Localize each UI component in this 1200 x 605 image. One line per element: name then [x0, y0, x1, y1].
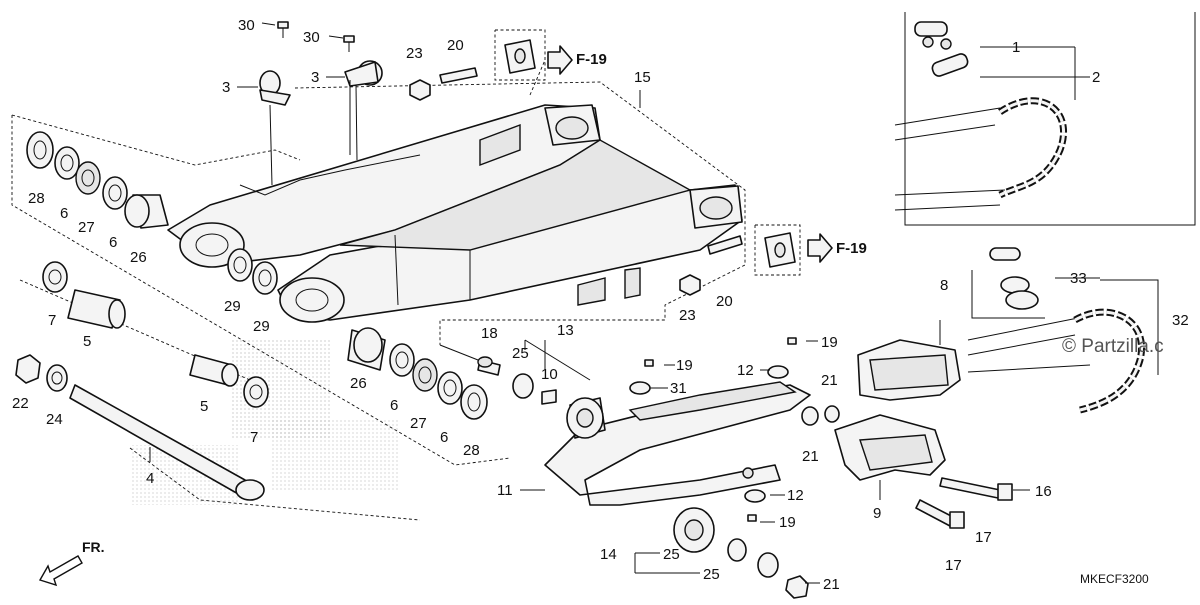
- callout: 5: [200, 398, 208, 415]
- callout-labels: 30 30 3 3 23 20 15 1 2 28 6 27 6 26 29 2…: [12, 17, 1189, 593]
- chain-box: [1100, 279, 1159, 375]
- callout: 1: [1012, 39, 1020, 56]
- callout: 2: [1092, 69, 1100, 86]
- chain-box: [904, 12, 1196, 226]
- callout: 8: [940, 277, 948, 294]
- callout: 21: [821, 372, 838, 389]
- callout: 16: [1035, 483, 1052, 500]
- callout: 28: [28, 190, 45, 207]
- chain-slider: [544, 381, 811, 506]
- callout: 7: [48, 312, 56, 329]
- front-direction-indicator: FR.: [38, 539, 105, 587]
- callout: 21: [823, 576, 840, 593]
- callout: 15: [634, 69, 651, 86]
- callout: 33: [1070, 270, 1087, 287]
- callout: 23: [679, 307, 696, 324]
- arrow-icon: [547, 45, 573, 75]
- callout: 7: [250, 429, 258, 446]
- callout: 27: [78, 219, 95, 236]
- callout: 20: [716, 293, 733, 310]
- callout: 9: [873, 505, 881, 522]
- callout: 19: [676, 357, 693, 374]
- callout: 29: [253, 318, 270, 335]
- callout: 5: [83, 333, 91, 350]
- pivot-bolt: [69, 384, 265, 501]
- pivot-components-right: [347, 327, 488, 420]
- leader-lines: [149, 22, 1100, 584]
- callout: 13: [557, 322, 574, 339]
- callout: 32: [1172, 312, 1189, 329]
- callout: 22: [12, 395, 29, 412]
- hardware-top: [259, 21, 743, 296]
- master-link: [989, 247, 1039, 310]
- callout: 19: [821, 334, 838, 351]
- callout: 31: [670, 380, 687, 397]
- callout: 12: [787, 487, 804, 504]
- callout: 30: [238, 17, 255, 34]
- callout: 11: [497, 482, 513, 499]
- callout: 26: [350, 375, 367, 392]
- callout: 25: [663, 546, 680, 563]
- reference-block-2: [764, 232, 796, 268]
- arrow-icon: [807, 233, 833, 263]
- callout: 24: [46, 411, 63, 428]
- swingarm: [167, 104, 743, 323]
- reference-label: F-19: [836, 240, 867, 257]
- chain-segment: [967, 308, 1145, 414]
- callout: 17: [975, 529, 992, 546]
- chain-box: [971, 270, 1045, 319]
- chain-roller: [673, 507, 809, 599]
- direction-label: FR.: [82, 539, 105, 555]
- callout: 23: [406, 45, 423, 62]
- callout: 3: [222, 79, 230, 96]
- reference-block-1: [504, 39, 536, 74]
- callout: 27: [410, 415, 427, 432]
- callout: 19: [779, 514, 796, 531]
- reference-label: F-19: [576, 51, 607, 68]
- callout: 10: [541, 366, 558, 383]
- callout: 6: [390, 397, 398, 414]
- callout: 28: [463, 442, 480, 459]
- chain-roller-bracket: [477, 356, 606, 439]
- callout: 29: [224, 298, 241, 315]
- chain-guide: [834, 339, 961, 481]
- master-link: [914, 21, 969, 77]
- callout: 6: [440, 429, 448, 446]
- guide-bolts: [629, 337, 1013, 529]
- callout: 6: [60, 205, 68, 222]
- pivot-components-left: [15, 131, 278, 408]
- diagram-code: MKECF3200: [1080, 572, 1149, 586]
- callout: 20: [447, 37, 464, 54]
- callout: 18: [481, 325, 498, 342]
- shading-area: [270, 420, 400, 490]
- callout: 25: [703, 566, 720, 583]
- callout: 3: [311, 69, 319, 86]
- callout: 26: [130, 249, 147, 266]
- chain-segment: [894, 97, 1068, 211]
- callout: 17: [945, 557, 962, 574]
- watermark: © Partzilla.c: [1062, 336, 1164, 357]
- callout: 30: [303, 29, 320, 46]
- callout: 12: [737, 362, 754, 379]
- callout: 25: [512, 345, 529, 362]
- callout: 14: [600, 546, 617, 563]
- callout: 21: [802, 448, 819, 465]
- callout: 6: [109, 234, 117, 251]
- callout: 4: [146, 470, 154, 487]
